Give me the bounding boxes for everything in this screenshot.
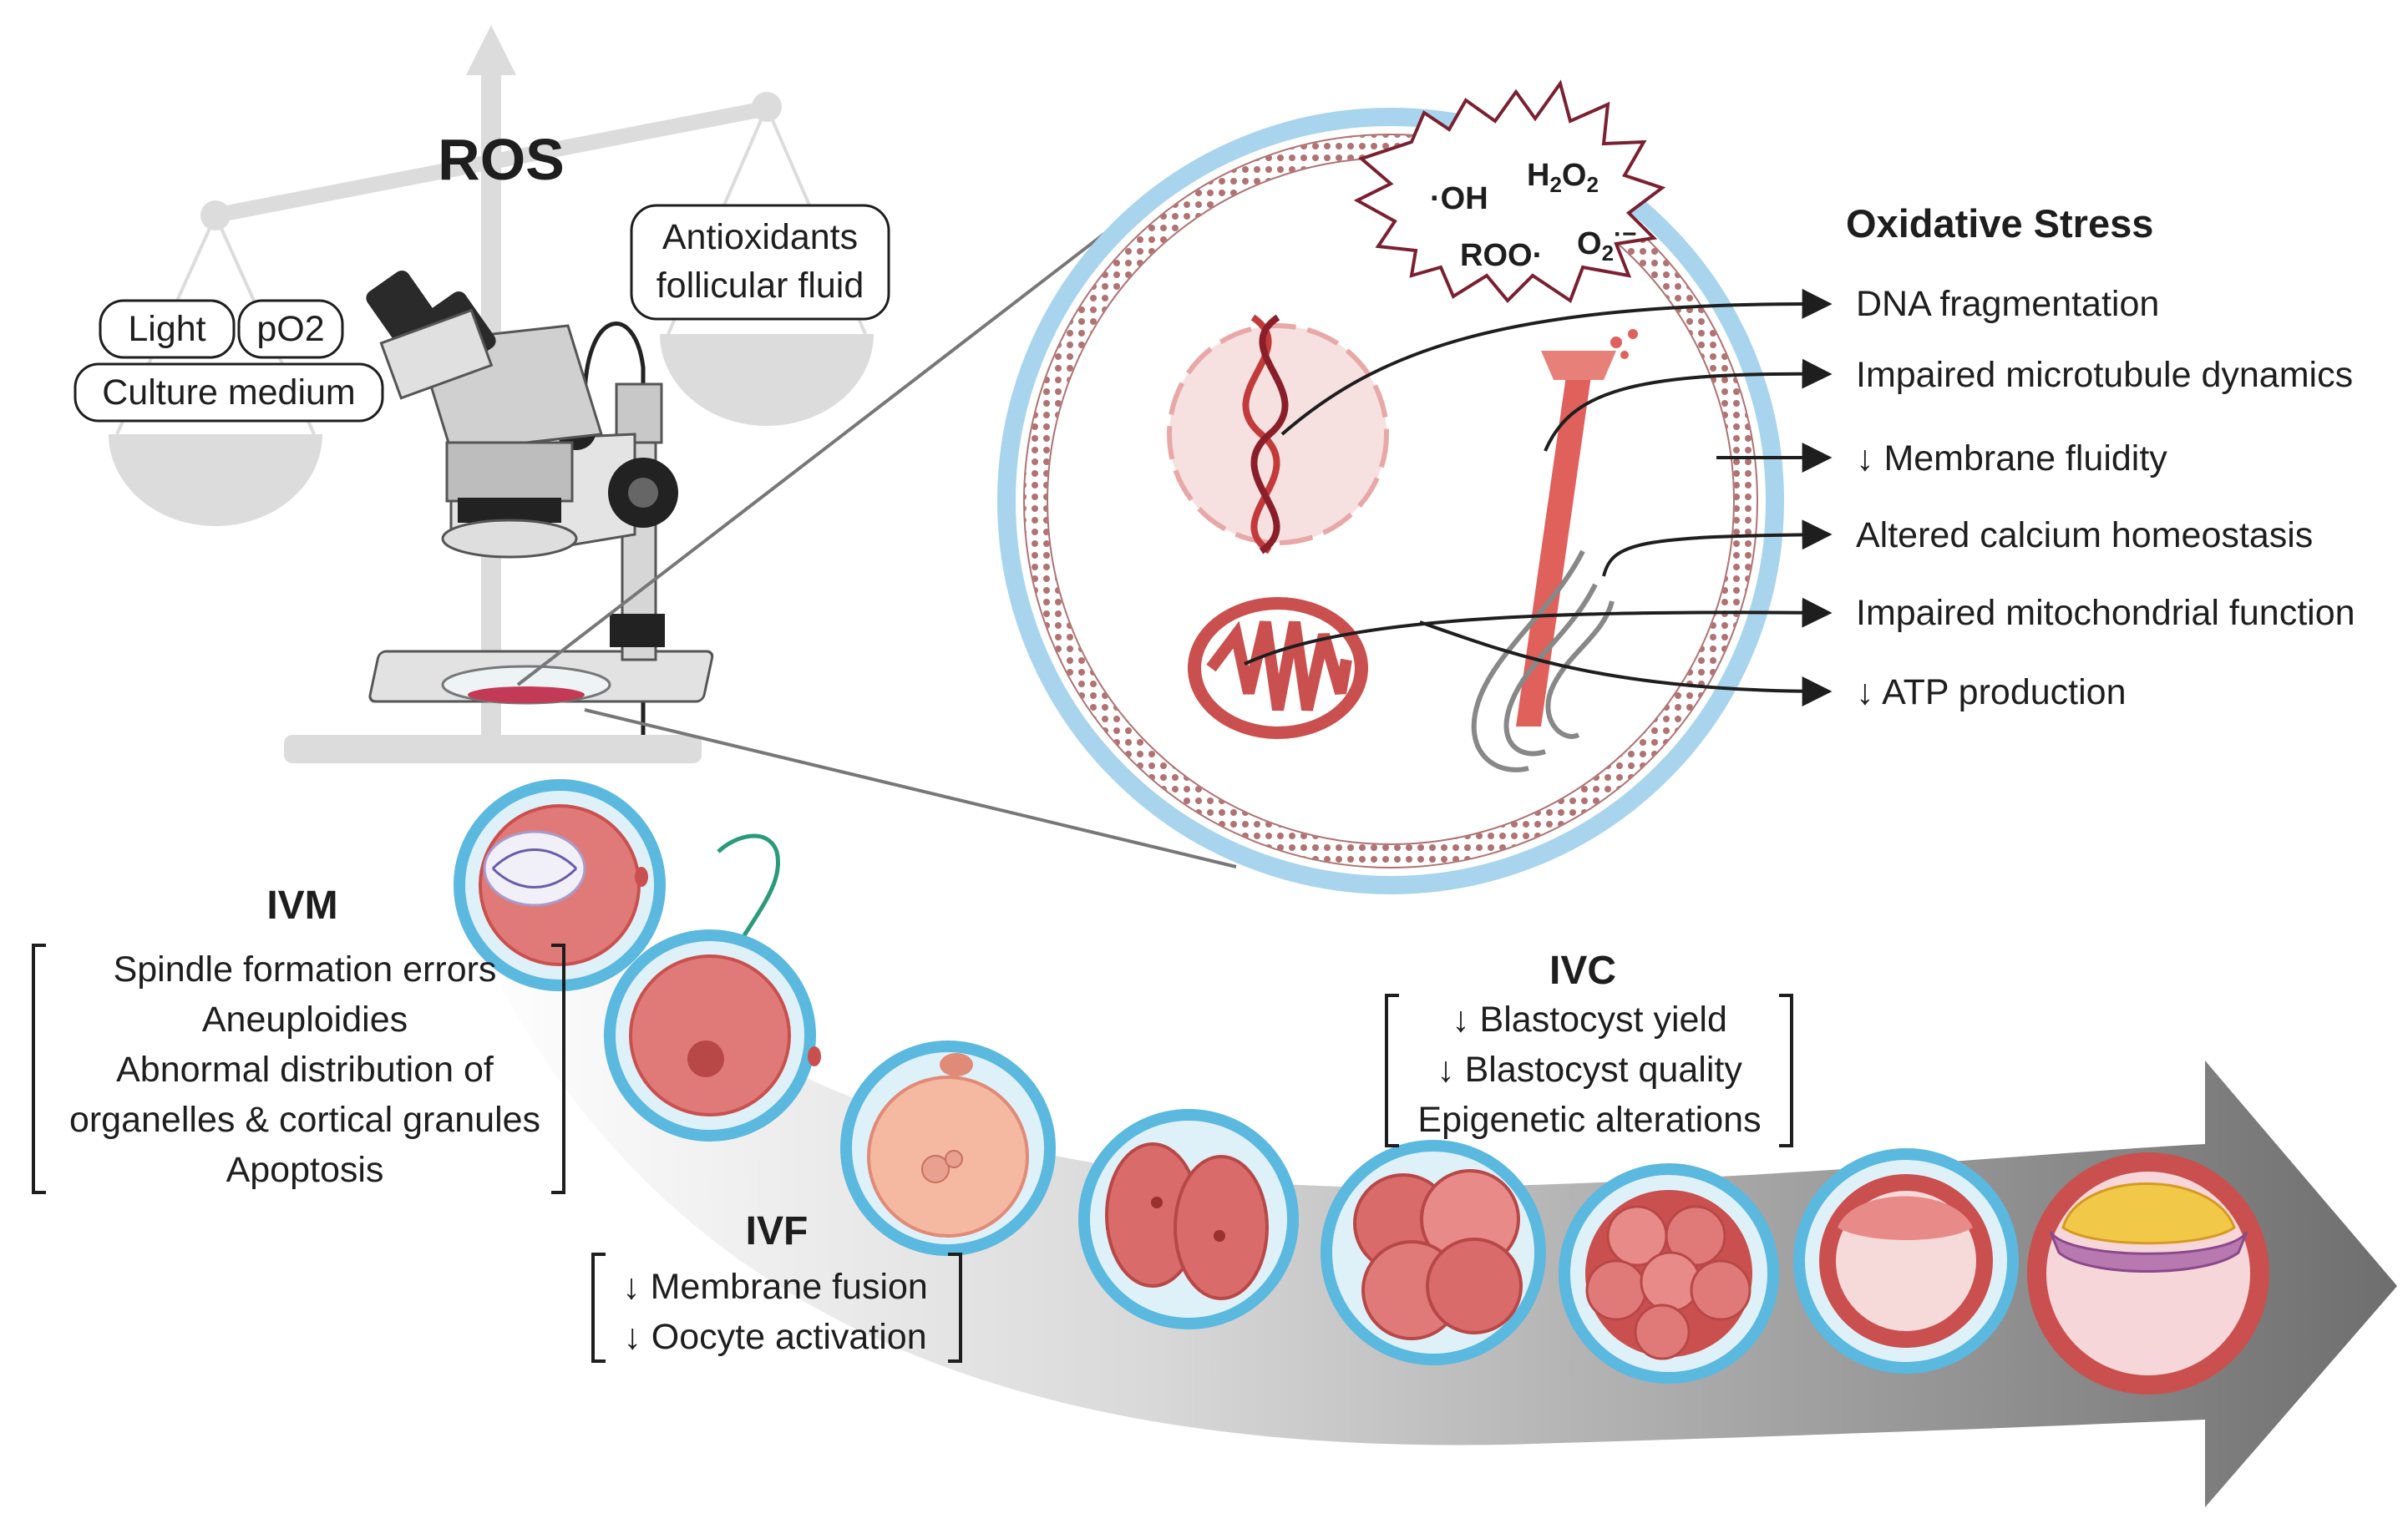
ivf-bracket-left [591,1253,606,1363]
ivc-bracket-right [1779,994,1793,1147]
ivf-bracket-right [948,1253,962,1363]
ros-peroxide: H2O2 [1527,158,1599,197]
light-box [99,299,236,359]
antioxidants-box [630,204,890,321]
ivf-effect-oocyte-activation: ↓ Oocyte activation [623,1317,926,1357]
po2-box [237,299,344,359]
ivc-effect-blastocyst-yield: ↓ Blastocyst yield [1452,1000,1727,1040]
four-cell-embryo [1321,1140,1546,1365]
antioxidants-line2: follicular fluid [656,266,864,306]
culture-medium-box [74,362,384,423]
microscope-icon [366,270,714,735]
ivm-bracket-left [32,944,46,1194]
ivc-effect-epigenetic: Epigenetic alterations [1417,1100,1761,1140]
hatching-blastocyst [2027,1152,2269,1395]
effect-microtubule: Impaired microtubule dynamics [1856,355,2353,395]
ivm-effect-abnormal-distribution: Abnormal distribution of [116,1050,494,1090]
ivm-effect-apoptosis: Apoptosis [226,1150,384,1190]
ros-title: ROS [438,127,565,192]
ivm-effect-organelles: organelles & cortical granules [69,1100,540,1140]
effect-mitochondrial: Impaired mitochondrial function [1856,593,2355,633]
culture-medium-label: Culture medium [102,372,356,413]
effect-connectors [1244,288,1833,706]
ivm-title: IVM [266,884,337,928]
ros-burst [1353,79,1666,304]
ros-hydroxyl: ·OH [1430,181,1488,216]
ivc-title: IVC [1549,949,1616,993]
ivc-bracket-left [1385,994,1399,1147]
early-blastocyst [1793,1148,2019,1374]
effect-dna-fragmentation: DNA fragmentation [1856,284,2159,324]
effect-membrane-fluidity: ↓ Membrane fluidity [1856,438,2167,478]
ivc-effect-blastocyst-quality: ↓ Blastocyst quality [1437,1050,1742,1090]
zoom-line-bottom [584,708,1237,868]
ros-peroxyl: ROO· [1460,238,1543,273]
antioxidants-line1: Antioxidants [662,217,858,257]
ivf-effect-membrane-fusion: ↓ Membrane fusion [622,1267,928,1307]
zoomed-oocyte [997,108,1784,894]
two-cell-embryo [1078,1109,1299,1329]
oxidative-stress-title: Oxidative Stress [1846,201,2153,246]
morula [1559,1163,1779,1384]
ivm-effect-aneuploidies: Aneuploidies [202,1000,408,1040]
oocyte-mii [454,779,666,991]
ivm-effect-spindle: Spindle formation errors [114,949,497,990]
ivf-title: IVF [746,1209,809,1253]
fertilized-oocyte [604,929,821,1142]
po2-label: pO2 [256,309,324,349]
zygote [840,1040,1056,1256]
ivm-bracket-right [551,944,565,1194]
zoom-line-top [516,182,1171,686]
effect-atp: ↓ ATP production [1856,672,2127,712]
light-label: Light [128,309,205,349]
effect-calcium: Altered calcium homeostasis [1856,515,2313,555]
